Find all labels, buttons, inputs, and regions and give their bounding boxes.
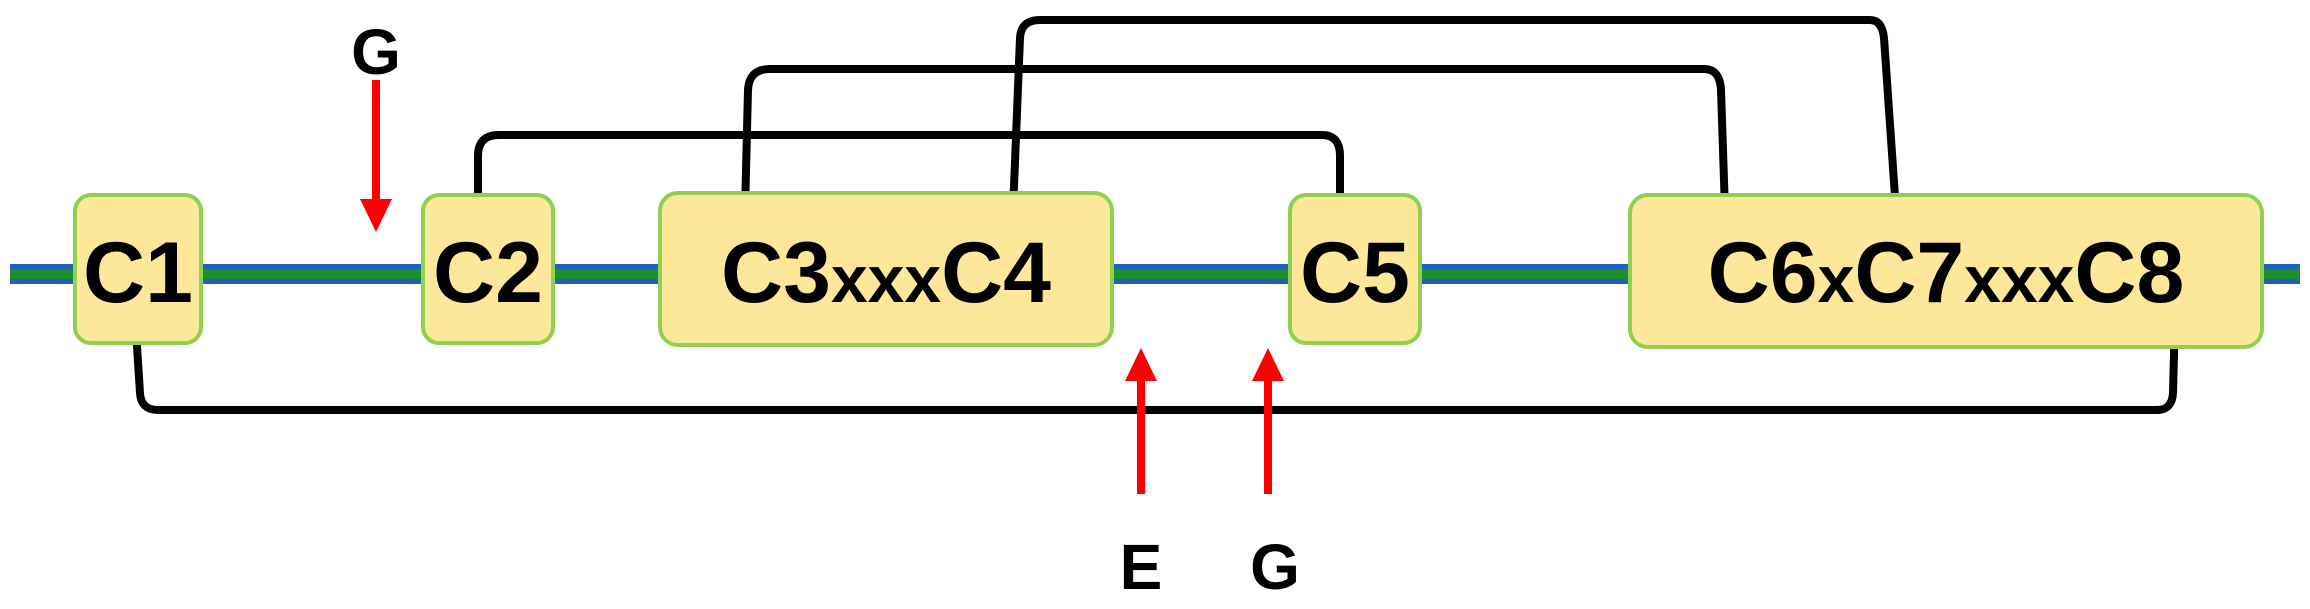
arrow-g-bottom: G xyxy=(1250,348,1300,603)
box-labels: C1 C2 C3xxxC4 C5 C6xC7xxxC8 xyxy=(83,225,2184,321)
residue-c1: C1 xyxy=(83,225,193,321)
residue-c7: C7 xyxy=(1854,225,1964,321)
label-c5: C5 xyxy=(1300,225,1410,321)
box-c3-c4 xyxy=(658,191,1114,347)
spacer-xxx: xxx xyxy=(831,242,941,316)
arrow-head-up-icon xyxy=(1125,348,1157,381)
bond-c4-c7 xyxy=(1009,16,1900,212)
box-c5 xyxy=(1288,193,1422,345)
bond-c1-c8 xyxy=(131,314,2179,414)
strand-inner xyxy=(10,269,2300,279)
residue-c8: C8 xyxy=(2074,225,2184,321)
box-c6-c8 xyxy=(1628,193,2264,349)
arrow-head-down-icon xyxy=(360,199,392,232)
arrow-head-up-icon xyxy=(1252,348,1284,381)
cysteine-boxes xyxy=(73,191,2264,349)
site-arrows: G E G xyxy=(351,16,1300,603)
bond-c3-c6 xyxy=(741,65,1729,212)
arrow-e: E xyxy=(1120,348,1163,603)
box-c1 xyxy=(73,193,203,345)
label-c1: C1 xyxy=(83,225,193,321)
bond-c2-c5 xyxy=(474,131,1344,211)
disulfide-bonds xyxy=(131,16,2179,414)
arrow-label-g-bottom: G xyxy=(1250,531,1300,603)
residue-c2: C2 xyxy=(433,225,543,321)
arrow-label-e: E xyxy=(1120,531,1163,603)
residue-c3: C3 xyxy=(721,225,831,321)
box-c2 xyxy=(421,193,555,345)
residue-c5: C5 xyxy=(1300,225,1410,321)
arrow-label-g-top: G xyxy=(351,16,401,88)
spacer-x: x xyxy=(1818,242,1855,316)
label-c2: C2 xyxy=(433,225,543,321)
residue-c6: C6 xyxy=(1708,225,1818,321)
arrow-g-top: G xyxy=(351,16,401,232)
label-c6-c8: C6xC7xxxC8 xyxy=(1708,225,2185,321)
residue-c4: C4 xyxy=(941,225,1051,321)
spacer-xxx: xxx xyxy=(1964,242,2074,316)
label-c3-c4: C3xxxC4 xyxy=(721,225,1051,321)
